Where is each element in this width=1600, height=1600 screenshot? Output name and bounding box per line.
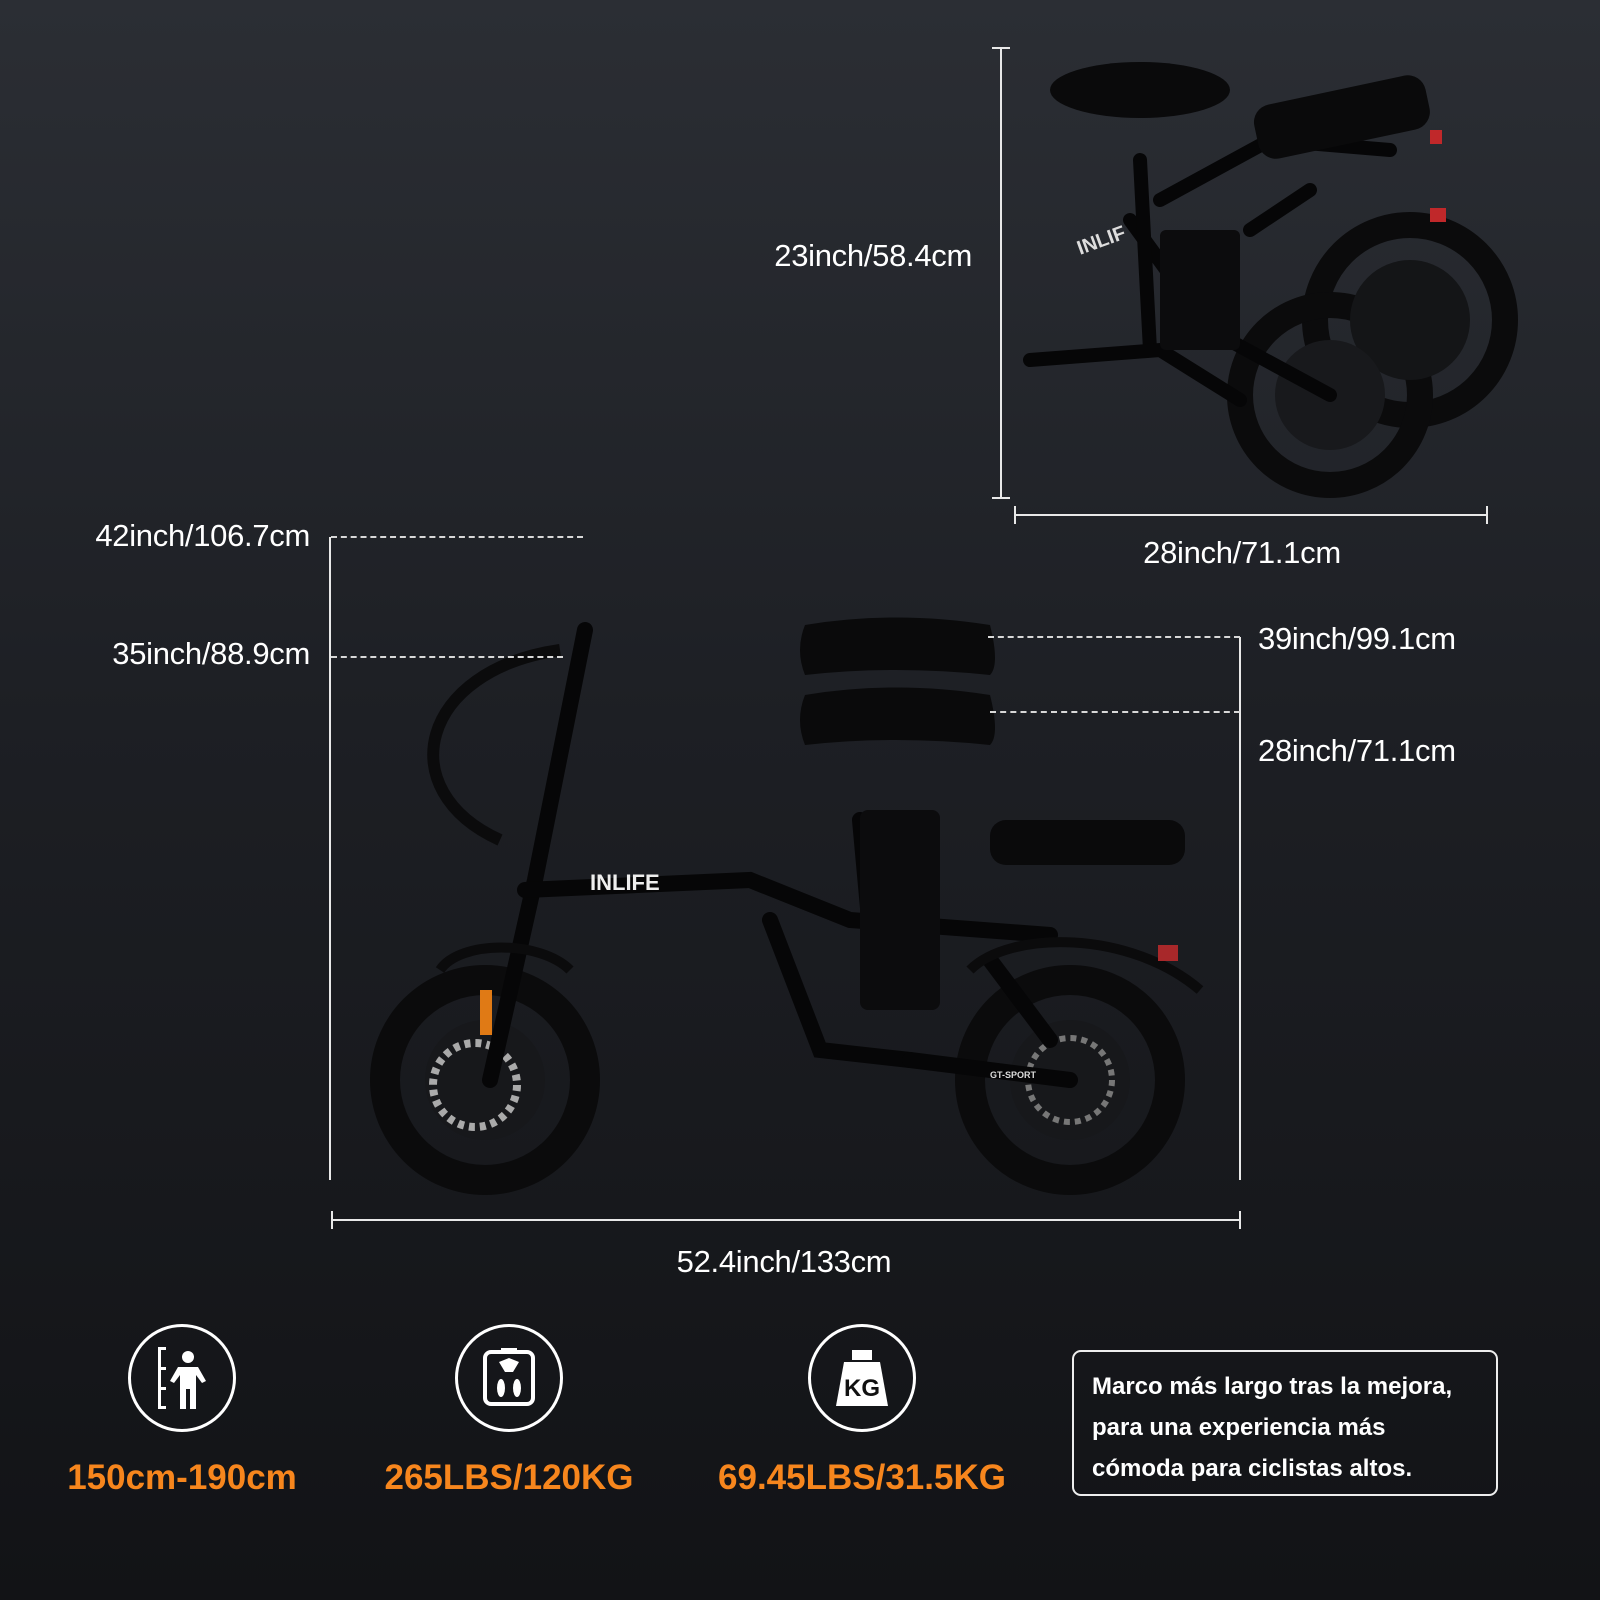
weight-kg-icon: KG <box>808 1324 916 1432</box>
length-line <box>331 1219 1241 1221</box>
seat-max-dash <box>988 636 1240 638</box>
brand-logo-folded: INLIF <box>1074 222 1129 260</box>
tick <box>1014 506 1016 524</box>
folded-bike-image: INLIF <box>1023 62 1518 498</box>
hub-text: GT-SPORT <box>990 1070 1037 1080</box>
note-line: Marco más largo tras la mejora, <box>1092 1373 1453 1400</box>
tick <box>992 497 1010 499</box>
kg-text: KG <box>844 1375 880 1402</box>
length-label: 52.4inch/133cm <box>676 1244 892 1279</box>
rider-height-spec: 150cm-190cm <box>67 1458 297 1497</box>
scale-icon <box>455 1324 563 1432</box>
tick <box>1486 506 1488 524</box>
tick <box>1239 1211 1241 1229</box>
folded-height-label: 23inch/58.4cm <box>774 238 972 273</box>
brand-logo: INLIFE <box>590 870 660 895</box>
handlebar-max-label: 42inch/106.7cm <box>95 518 310 553</box>
handlebar-min-dash <box>331 656 563 658</box>
folded-length-label: 28inch/71.1cm <box>1143 535 1341 570</box>
folded-length-line <box>1014 514 1488 516</box>
bike-weight-spec: 69.45LBS/31.5KG <box>718 1458 1006 1497</box>
tick <box>331 1211 333 1229</box>
max-load-spec: 265LBS/120KG <box>384 1458 634 1497</box>
note-box: Marco más largo tras la mejora, para una… <box>1072 1350 1498 1496</box>
unfolded-bike-image: INLIFE GT-SPORT <box>370 617 1204 1195</box>
seat-min-dash <box>990 711 1240 713</box>
seat-min-label: 28inch/71.1cm <box>1258 733 1456 768</box>
height-line-right <box>1239 637 1241 1180</box>
tick <box>992 47 1010 49</box>
handlebar-max-dash <box>331 536 583 538</box>
seat-max-label: 39inch/99.1cm <box>1258 621 1456 656</box>
height-icon <box>128 1324 236 1432</box>
note-line: cómoda para ciclistas altos. <box>1092 1455 1413 1482</box>
folded-height-line <box>1000 47 1002 499</box>
handlebar-min-label: 35inch/88.9cm <box>112 636 310 671</box>
note-line: para una experiencia más <box>1092 1414 1386 1441</box>
height-line-left <box>329 537 331 1180</box>
